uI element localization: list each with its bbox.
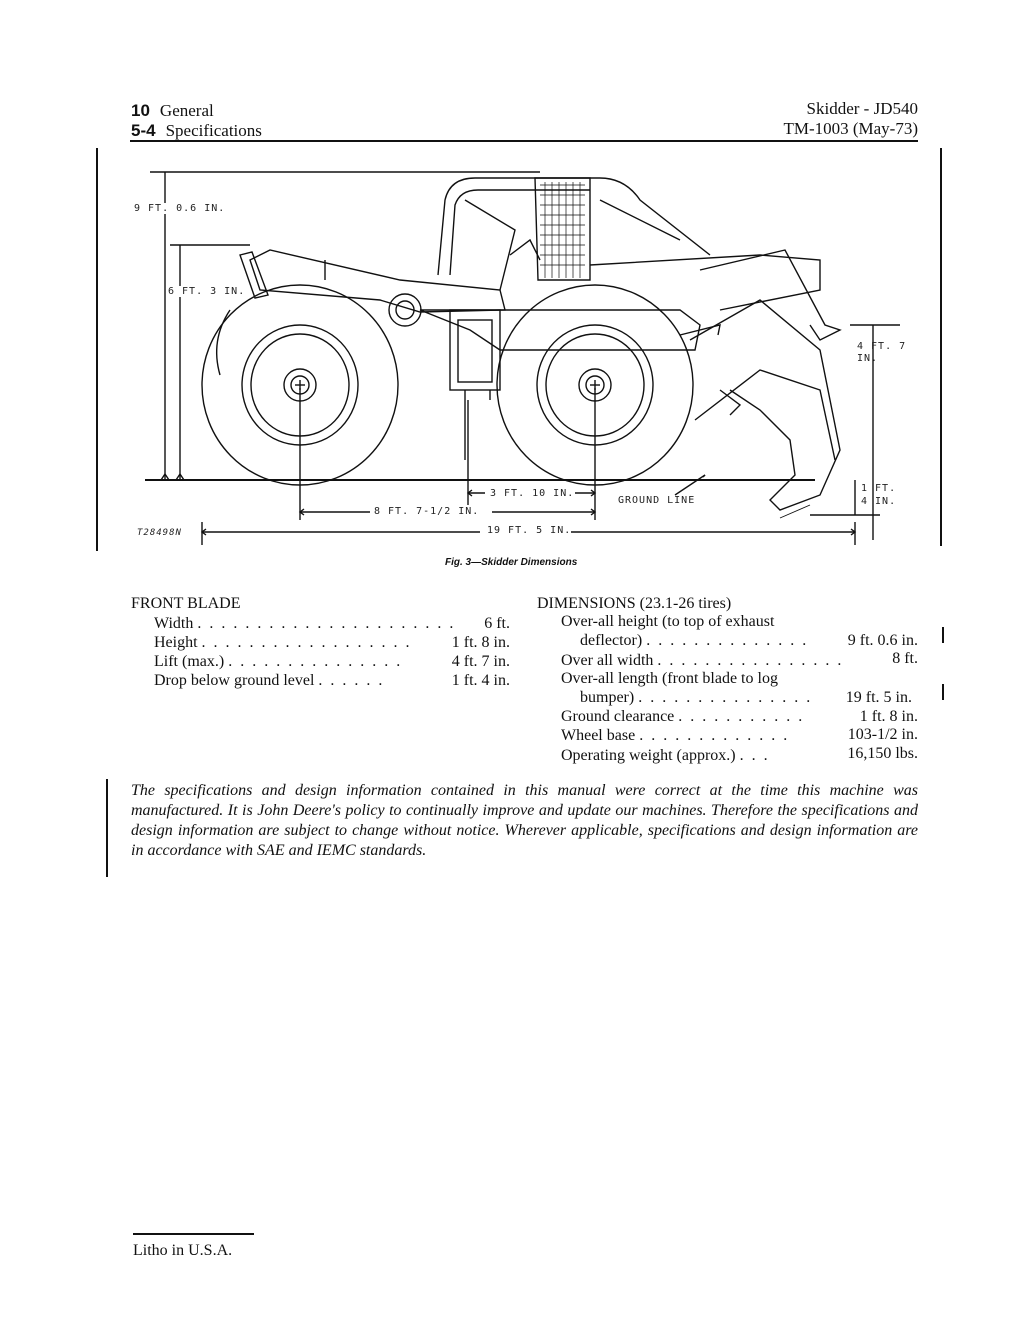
spec-value: 9 ft. 0.6 in. (847, 632, 918, 649)
spec-label: deflector) (580, 632, 643, 649)
spec-leader: . . . . . . (318, 672, 385, 689)
front-blade-row-width: Width . . . . . . . . . . . . . . . . . … (154, 614, 455, 633)
spec-leader: . . . . . . . . . . . (678, 708, 805, 725)
spec-leader: . . . . . . . . . . . . . . . (638, 689, 813, 706)
figure-id: T28498N (137, 528, 182, 538)
front-blade-assembly (589, 249, 842, 511)
front-blade-row-lift: Lift (max.) . . . . . . . . . . . . . . … (154, 652, 402, 671)
dim-row-width: Over all width . . . . . . . . . . . . .… (561, 651, 843, 670)
section-title: General (159, 101, 214, 120)
height-dimension-lines (150, 171, 540, 481)
ground-line-label: GROUND LINE (618, 495, 696, 506)
subsection-title: Specifications (165, 121, 262, 140)
dim-row-length: bumper) . . . . . . . . . . . . . . . (580, 688, 812, 707)
revision-bar-height (942, 627, 944, 643)
dim-overall-length: 19 FT. 5 IN. (487, 525, 572, 536)
spec-value: 4 ft. 7 in. (451, 653, 510, 670)
front-blade-title: FRONT BLADE (131, 595, 241, 612)
clearance-dimension-lines (779, 324, 900, 540)
dim-row-clearance: Ground clearance . . . . . . . . . . . (561, 707, 804, 726)
revision-bar-notice (106, 779, 108, 877)
spec-value: 8 ft. (892, 650, 918, 667)
machine-name: Skidder - JD540 (806, 99, 918, 118)
spec-value: 103-1/2 in. (847, 726, 918, 743)
machine-body (215, 249, 701, 460)
specifications-notice: The specifications and design informatio… (131, 782, 918, 859)
spec-label: Operating weight (approx.) (561, 747, 736, 764)
spec-value: 19 ft. 5 in. (845, 689, 912, 706)
spec-label: Over all width (561, 652, 654, 669)
dim-ground-clearance: 3 FT. 10 IN. (490, 488, 575, 499)
footer-rule (133, 1233, 254, 1235)
dim-blade-lift: 4 FT. 7 IN. (857, 341, 907, 364)
dim-overall-height: 9 FT. 0.6 IN. (134, 203, 226, 214)
spec-leader: . . . . . . . . . . . . . . . . . . . . … (197, 615, 456, 632)
figure-caption: Fig. 3—Skidder Dimensions (445, 557, 578, 568)
revision-bar-length (942, 684, 944, 700)
rops-cab (437, 177, 711, 291)
spec-leader: . . . . . . . . . . . . . . (646, 632, 809, 649)
page-header-left: 10 General 5-4 Specifications (131, 101, 262, 141)
spec-label: Wheel base (561, 727, 636, 744)
spec-label: bumper) (580, 689, 635, 706)
spec-label: Height (154, 634, 198, 651)
revision-bar-right-figure (940, 148, 942, 546)
dim-blade-drop: 1 FT. 4 IN. (861, 483, 897, 507)
spec-value: 1 ft. 8 in. (859, 708, 918, 725)
skidder-dimension-diagram (145, 171, 900, 545)
footer-litho: Litho in U.S.A. (133, 1242, 233, 1259)
spec-leader: . . . . . . . . . . . . . . . . (657, 652, 844, 669)
dim-row-weight: Operating weight (approx.) . . . (561, 746, 770, 765)
spec-leader: . . . . . . . . . . . . . . . . . . (201, 634, 412, 651)
dim-row-wheelbase: Wheel base . . . . . . . . . . . . . (561, 726, 789, 745)
dim-row-length-label: Over-all length (front blade to log (561, 670, 778, 687)
spec-leader: . . . . . . . . . . . . . . . (228, 653, 403, 670)
header-rule (130, 140, 918, 142)
length-dimension-lines (200, 388, 857, 545)
revision-bar-left-figure (96, 148, 98, 551)
page-header-right: Skidder - JD540 TM-1003 (May-73) (783, 99, 918, 139)
spec-label: Width (154, 615, 194, 632)
dim-wheel-base: 8 FT. 7-1/2 IN. (374, 506, 480, 517)
manual-id: TM-1003 (May-73) (783, 119, 918, 138)
page-number: 10 (131, 101, 150, 120)
front-blade-row-drop: Drop below ground level . . . . . . (154, 671, 384, 690)
subsection-number: 5-4 (131, 121, 156, 140)
spec-value: 16,150 lbs. (847, 745, 918, 762)
spec-label: Ground clearance (561, 708, 675, 725)
spec-value: 6 ft. (484, 615, 510, 632)
spec-leader: . . . (739, 747, 770, 764)
dim-row-height: deflector) . . . . . . . . . . . . . . (580, 631, 808, 650)
spec-label: Drop below ground level (154, 672, 315, 689)
dimensions-title: DIMENSIONS (23.1-26 tires) (537, 595, 732, 612)
spec-value: 1 ft. 8 in. (451, 634, 510, 651)
front-blade-row-height: Height . . . . . . . . . . . . . . . . .… (154, 633, 412, 652)
dim-cab-height: 6 FT. 3 IN. (168, 286, 246, 297)
spec-value: 1 ft. 4 in. (451, 672, 510, 689)
dim-row-height-label: Over-all height (to top of exhaust (561, 613, 775, 630)
spec-label: Lift (max.) (154, 653, 225, 670)
spec-leader: . . . . . . . . . . . . . (639, 727, 790, 744)
